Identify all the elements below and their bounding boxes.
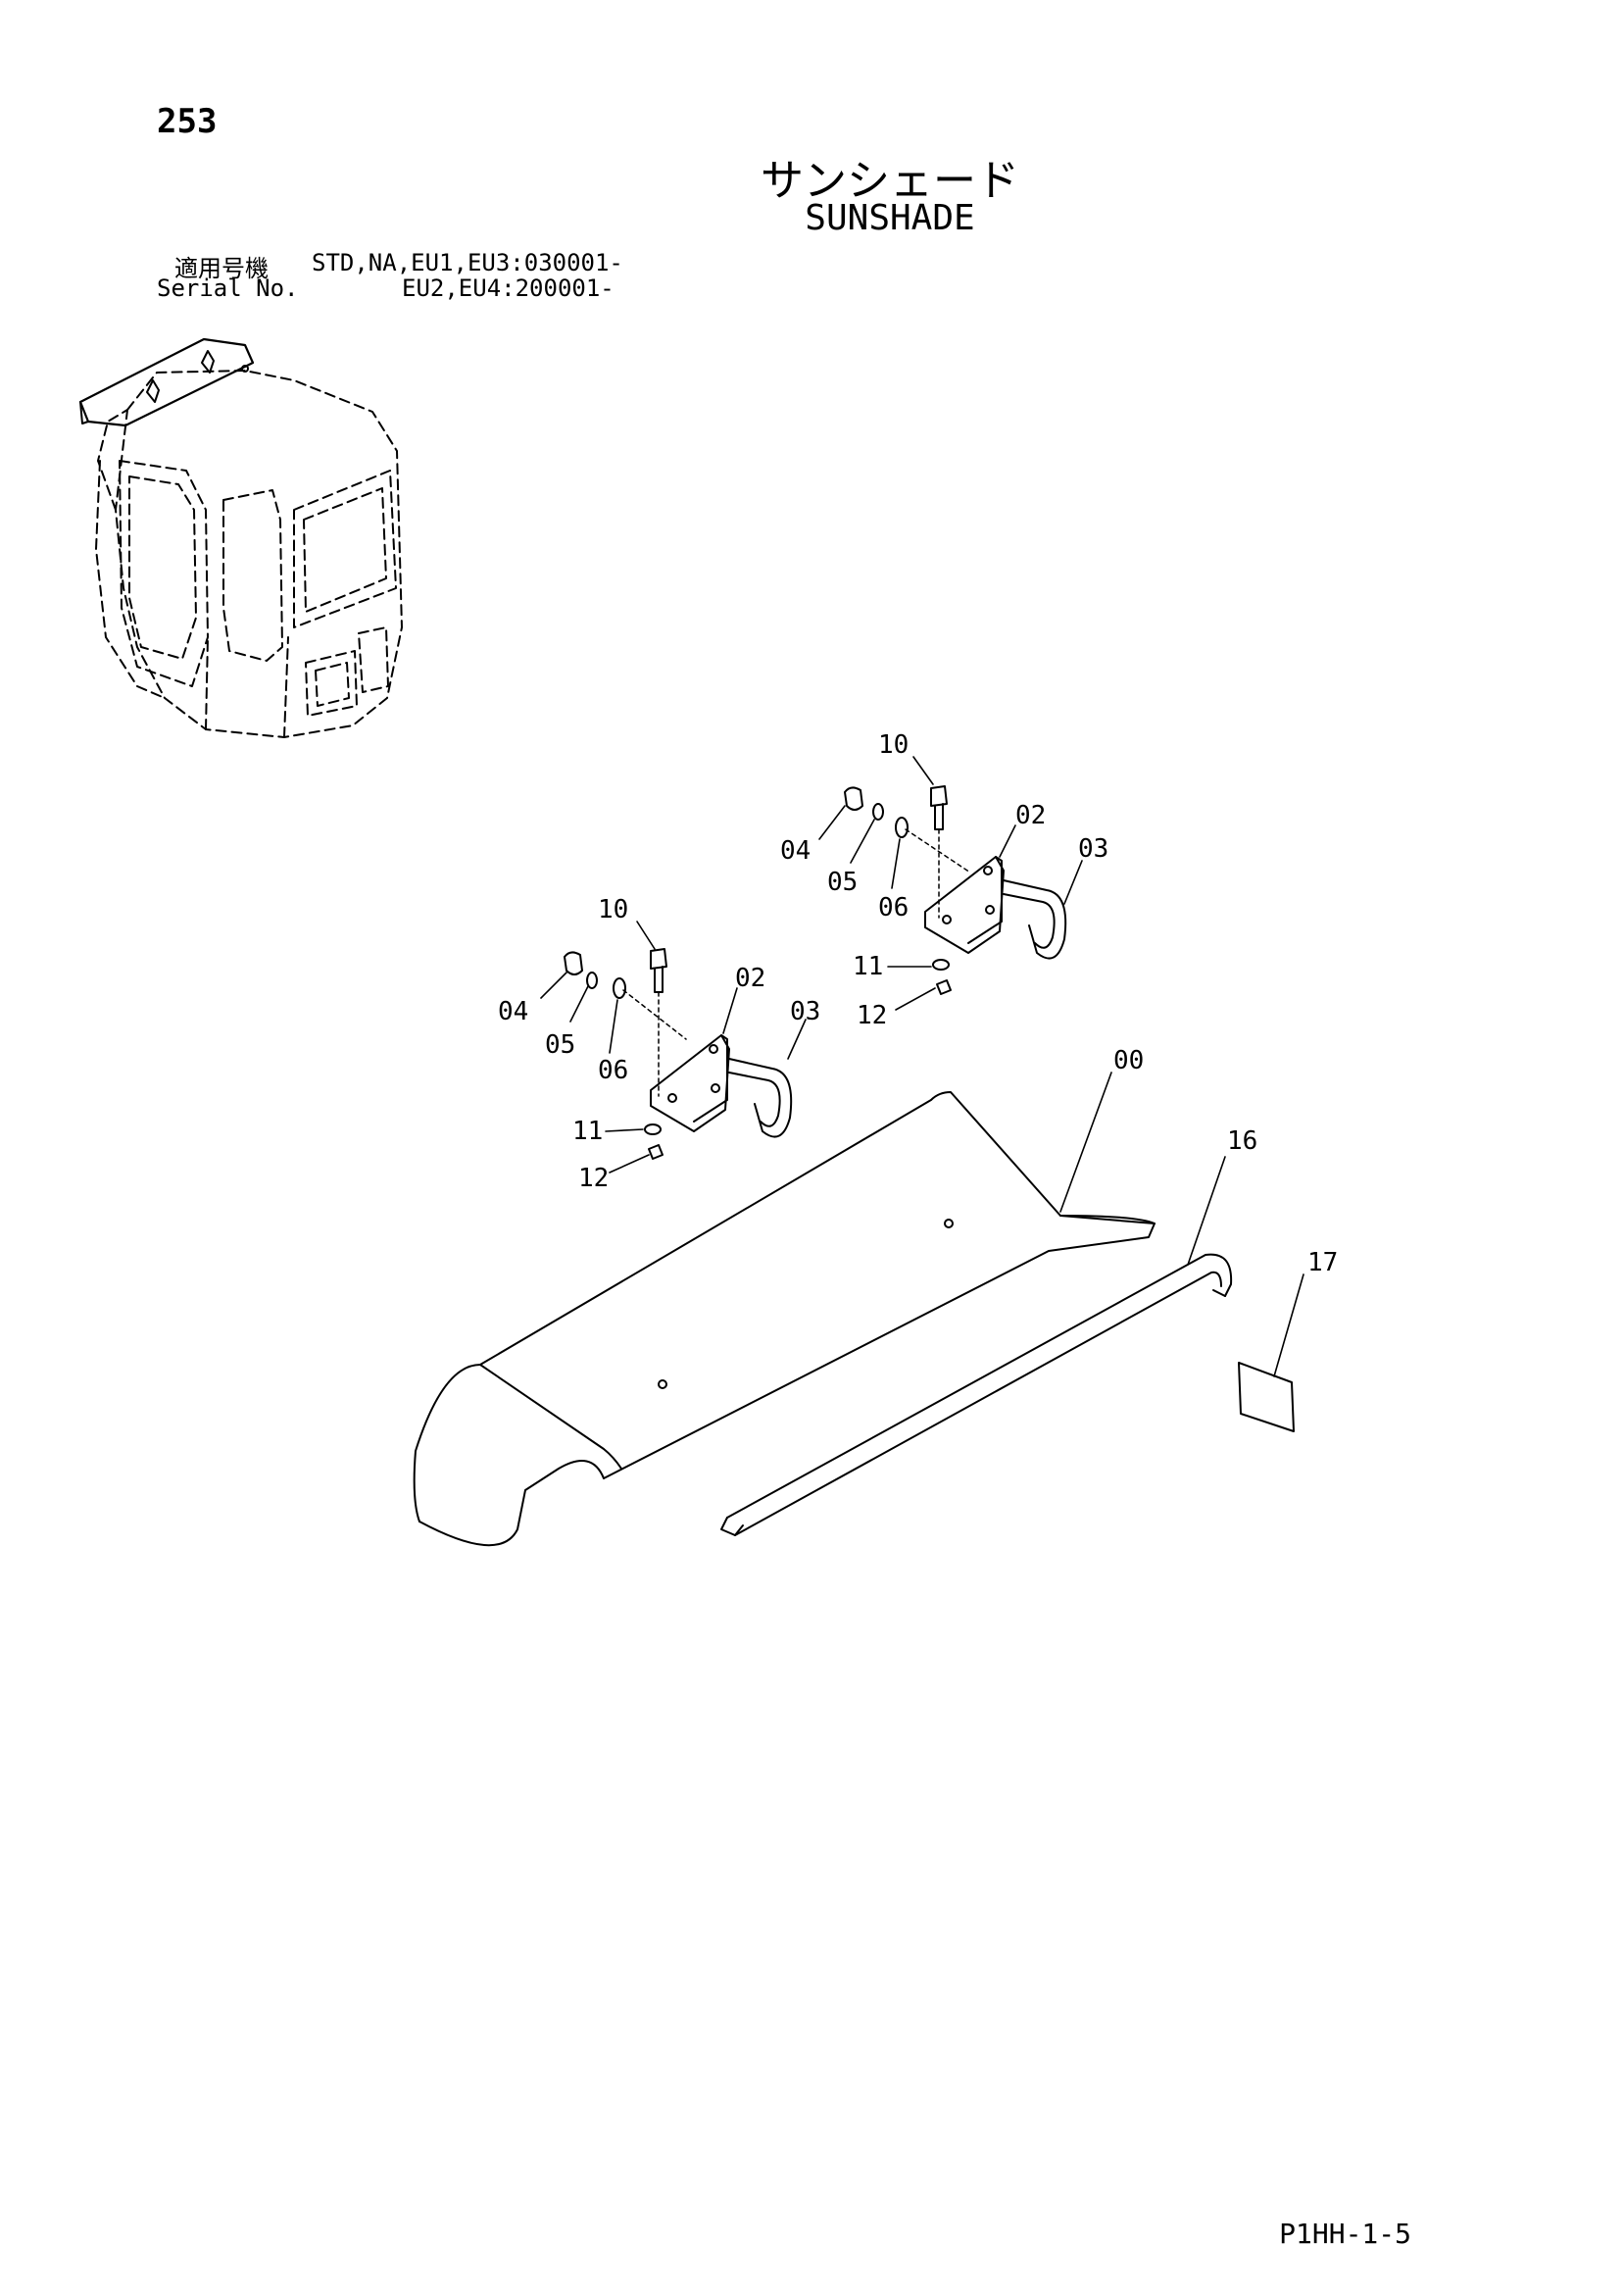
callout-16: 16 [1227,1126,1257,1156]
callout-00: 00 [1113,1046,1144,1075]
page-title-en: SUNSHADE [805,198,975,238]
callout-05-left: 05 [545,1030,575,1060]
callout-12-left: 12 [578,1164,609,1193]
serial-label-jp: 適用号機 [174,255,269,282]
callout-02-right: 02 [1015,801,1046,830]
callout-11-right: 11 [853,952,883,981]
callout-03-right: 03 [1078,834,1108,864]
decal-17 [1238,1362,1295,1432]
serial-label-en: Serial No. [157,275,299,302]
serial-value-line1: STD,NA,EU1,EU3:030001- [312,249,623,276]
bracket-assembly-left [564,948,793,1160]
bracket-assembly-right [844,785,1067,995]
callout-10-right: 10 [878,730,909,760]
callout-06-left: 06 [598,1056,628,1085]
callout-labels: 10 04 05 06 02 03 11 12 10 04 05 06 02 0… [498,730,1338,1277]
callout-11-left: 11 [572,1117,603,1146]
page-title-jp: サンシェード [761,156,1019,206]
page-number: 253 [157,102,218,141]
leader-lines [540,756,1304,1377]
page-code: P1HH-1-5 [1279,2218,1411,2250]
callout-10-left: 10 [598,895,628,924]
callout-05-right: 05 [827,868,858,897]
callout-06-right: 06 [878,893,909,923]
callout-17: 17 [1307,1248,1338,1277]
callout-04-left: 04 [498,997,528,1026]
callout-12-right: 12 [857,1001,887,1030]
serial-value-line2: EU2,EU4:200001- [402,275,615,302]
callout-04-right: 04 [780,836,811,866]
cab-thumbnail [78,337,403,738]
callout-03-left: 03 [790,997,820,1026]
callout-02-left: 02 [735,964,765,993]
sunshade-panel [413,1091,1156,1547]
trim-strip [720,1253,1233,1536]
